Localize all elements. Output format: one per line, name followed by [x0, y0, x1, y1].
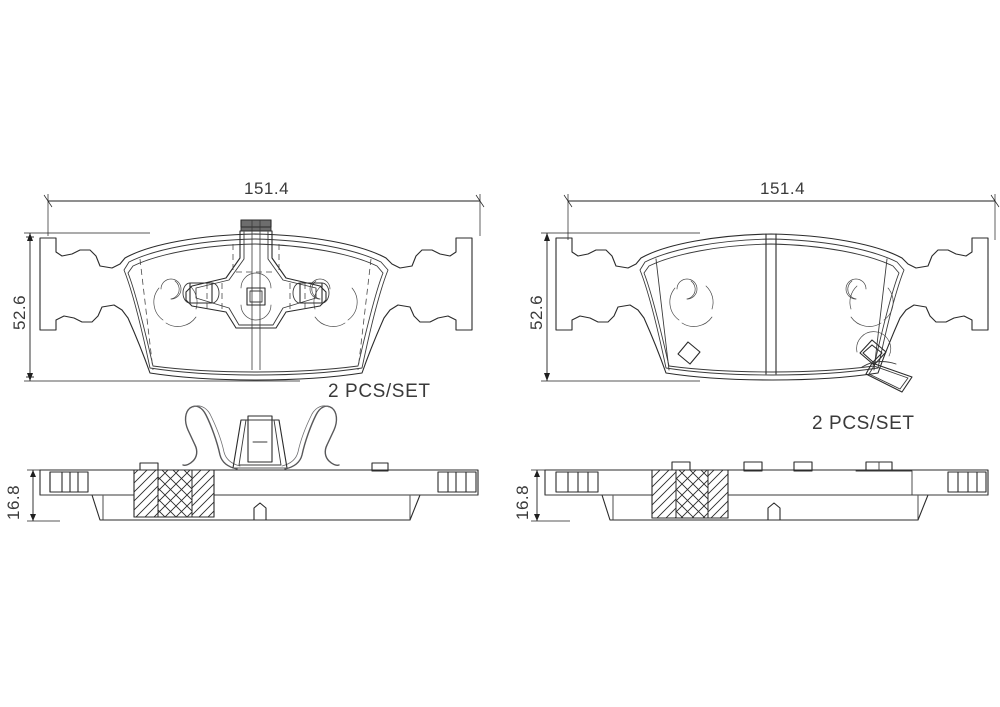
side-tab-right-view-left-lines [567, 471, 589, 493]
bracket-center-hole-arc-top-left [240, 272, 272, 289]
support-bracket-left [185, 230, 327, 329]
side-view-left [27, 405, 479, 522]
pad-arc-right-view-r5 [849, 285, 858, 310]
bracket-center-hole-arc-bottom-left [240, 304, 272, 321]
pad-arc-left-outer-b [170, 280, 180, 300]
pad-division-line-left-2 [357, 258, 372, 371]
wear-sensor-boss-arc [856, 331, 891, 357]
front-view-left [24, 194, 485, 382]
bracket-center-hole-outer-left [246, 287, 266, 306]
pad-arc-right-outer-a [309, 278, 331, 300]
side-center-notch-left [253, 502, 267, 521]
side-tab-right-end-box [437, 471, 477, 493]
side-center-notch-right [767, 502, 781, 521]
pad-arc-left-inner-b [165, 316, 197, 327]
side-friction-block-left-outline [133, 469, 215, 518]
side-shoulder-right [855, 470, 913, 496]
front-view-right [541, 194, 1000, 393]
support-bracket-inner-left [195, 231, 317, 326]
side-nub-right-2 [743, 461, 763, 472]
note-pcs-per-set-right: 2 PCS/SET [812, 413, 915, 434]
dimension-label-height-left: 52.6 [10, 294, 29, 330]
side-nub-left-2 [371, 462, 389, 472]
dimension-length-left [43, 194, 485, 236]
dimension-height-right [541, 232, 700, 382]
side-tab-right-end [447, 471, 467, 493]
pad-arc-left-inner-a [153, 287, 164, 321]
bracket-top-tab-left [240, 219, 272, 232]
pad-arc-right-view-l1 [676, 278, 698, 300]
pad-arc-right-view-r3 [883, 287, 894, 321]
side-tab-right-view-right-box [947, 471, 987, 493]
dimension-label-height-right: 52.6 [527, 294, 546, 330]
side-tab-right-view-right-lines [957, 471, 978, 493]
pad-arc-right-view-l3 [669, 287, 680, 321]
side-friction-layer-left [102, 495, 411, 521]
pad-arc-left-outer-a [160, 278, 182, 300]
bracket-rivet-right [299, 282, 323, 304]
wear-sensor-tab [865, 362, 913, 393]
pad-division-line-right-2 [873, 258, 888, 371]
dimension-label-thickness-right: 16.8 [513, 484, 532, 520]
bracket-top-tab-outline-left [240, 219, 272, 228]
dimension-height-left [24, 232, 300, 382]
pad-arc-right-view-r4 [850, 316, 882, 327]
pad-arc-right-view-l5 [705, 285, 714, 310]
side-friction-hatch-left-c [191, 469, 215, 518]
dimension-label-length-left: 151.4 [244, 179, 290, 198]
spring-clip-left [182, 405, 340, 470]
wear-sensor-tab-inner [868, 365, 909, 390]
side-view-right [531, 461, 989, 522]
spring-clip-body-left [232, 419, 288, 469]
side-tab-left-end [49, 471, 79, 493]
dimension-label-length-right: 151.4 [760, 179, 806, 198]
bracket-rivet-right-cap-b [321, 282, 330, 304]
pad-division-line-right-1 [655, 258, 670, 371]
side-friction-hatch-right-b [675, 469, 709, 519]
pad-division-line-left-1 [139, 258, 154, 371]
side-friction-hatch-left-a [133, 469, 159, 518]
bracket-rivet-left-cap-b [211, 282, 220, 304]
spring-clip-body-inner-left [238, 419, 282, 466]
bracket-center-hole-inner-left [249, 290, 263, 303]
pad-backing-plate-right [555, 233, 989, 381]
bracket-rivet-right-cap-a [292, 282, 301, 304]
pad-arc-right-view-r1 [845, 278, 867, 300]
side-friction-block-right-outline [651, 469, 729, 519]
bracket-rivet-left [189, 282, 213, 304]
pad-backing-plate-left [39, 233, 473, 381]
dimension-length-right [563, 194, 1000, 240]
pad-arc-right-view-l2 [686, 280, 696, 300]
pad-diamond-hole-right-inner [862, 344, 883, 363]
wear-sensor-lead [861, 361, 897, 368]
bracket-rivet-left-cap-a [182, 282, 191, 304]
side-friction-hatch-left-b [157, 469, 193, 518]
pad-arc-right-view-l4 [681, 316, 713, 327]
pad-inner-contour-2-left [127, 243, 384, 373]
side-friction-hatch-right-a [651, 469, 677, 519]
side-nub-right-3 [793, 461, 813, 472]
side-friction-layer-right [612, 495, 919, 521]
pad-arc-right-view-r2 [847, 280, 857, 300]
side-friction-hatch-right-c [707, 469, 729, 519]
pad-diamond-hole-right [859, 339, 887, 366]
pad-diamond-hole-left [677, 341, 701, 365]
note-pcs-per-set-left: 2 PCS/SET [328, 381, 431, 402]
dimension-label-thickness-left: 16.8 [4, 484, 23, 520]
pad-inner-contour-left [123, 238, 389, 376]
spring-clip-tongue-left [247, 415, 273, 463]
pad-arc-right-inner-a [347, 287, 358, 321]
pad-arc-right-inner-b [314, 316, 346, 327]
side-tab-left-end-box [49, 471, 89, 493]
side-tab-right-view-left-box [555, 471, 599, 493]
